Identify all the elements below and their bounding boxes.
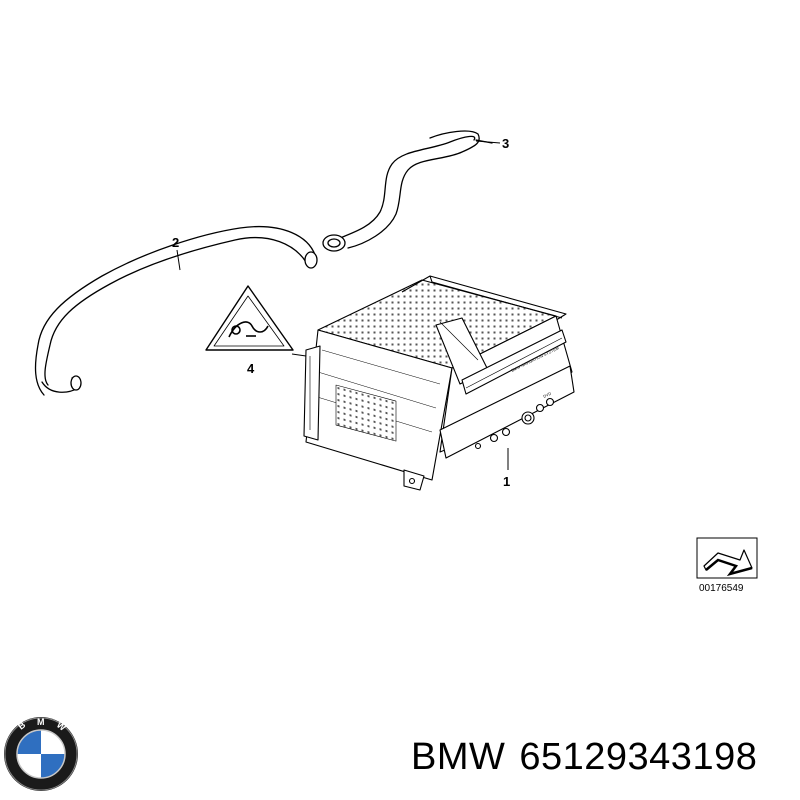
leader-line-2 (176, 249, 181, 271)
logo-letter-b: B (16, 719, 28, 731)
leader-line-3 (475, 140, 501, 144)
caption-brand: BMW (411, 736, 506, 778)
callout-3: 3 (502, 136, 509, 151)
bmw-logo: B M W (4, 717, 78, 791)
callout-1: 1 (503, 474, 510, 489)
callout-2: 2 (172, 235, 179, 250)
caption-part-number: 65129343198 (519, 736, 758, 778)
part-caption: BMW 65129343198 (411, 736, 791, 779)
arrow-shadow-icon (705, 558, 753, 577)
leader-line-4 (291, 353, 307, 357)
navigation-unit-1: BMW NAVIGATION SYSTEM DVD (303, 275, 575, 491)
reference-arrow-box (696, 537, 758, 579)
unit-sublabel: DVD (542, 391, 552, 399)
reference-code: 00176549 (699, 583, 744, 594)
hose-3 (322, 130, 493, 252)
warning-label-4 (205, 285, 294, 351)
callout-4: 4 (247, 361, 255, 376)
logo-letter-m: M (37, 717, 45, 727)
hose-2 (34, 226, 318, 396)
